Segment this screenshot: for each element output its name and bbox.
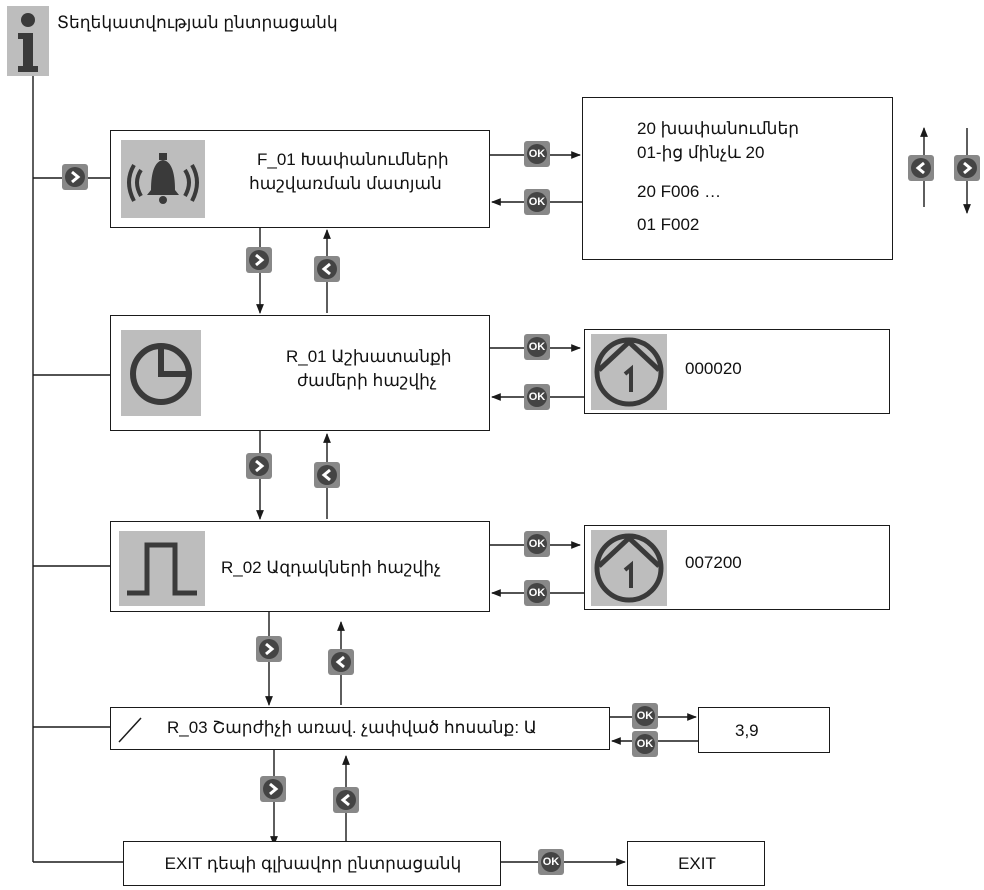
scroll-right-button[interactable] <box>954 155 980 181</box>
detail-line: 01 F002 <box>637 215 700 234</box>
menu-item-r03[interactable]: R_03 Շարժիչի առավ. չափված հոսանք: Ա <box>110 707 610 750</box>
menu-item-r01[interactable]: R_01 Աշխատանքի ժամերի հաշվիչ <box>110 315 490 431</box>
item-label: R_02 Ազդակների հաշվիչ <box>221 558 441 577</box>
counter-up-icon <box>591 334 667 410</box>
detail-panel-f01: 20 խափանումներ 01-ից մինչև 20 20 F006 … … <box>582 97 893 260</box>
detail-panel-r01: 000020 <box>584 329 890 414</box>
exit-menu-item[interactable]: EXIT դեպի գլխավոր ընտրացանկ <box>123 841 501 886</box>
item-label-line2: հաշվառման մատյան <box>249 174 442 193</box>
detail-line: 20 F006 … <box>637 182 722 201</box>
exit-result-label: EXIT <box>678 854 716 873</box>
next-button[interactable] <box>246 453 272 479</box>
clock-icon <box>121 330 201 416</box>
detail-line: 20 խափանումներ <box>637 119 799 138</box>
next-button[interactable] <box>246 247 272 273</box>
page-title: Տեղեկատվության ընտրացանկ <box>57 13 338 32</box>
scroll-left-button[interactable] <box>908 155 934 181</box>
ok-button[interactable]: OK <box>632 703 658 729</box>
bell-icon <box>121 140 205 218</box>
counter-up-icon <box>591 530 667 606</box>
item-label-line1: R_01 Աշխատանքի <box>286 347 452 366</box>
forward-button[interactable] <box>62 164 88 190</box>
ok-button[interactable]: OK <box>538 849 564 875</box>
ok-button[interactable]: OK <box>524 384 550 410</box>
ok-button[interactable]: OK <box>524 334 550 360</box>
back-button[interactable] <box>314 256 340 282</box>
next-button[interactable] <box>260 776 286 802</box>
menu-item-f01[interactable]: F_01 Խափանումների հաշվառման մատյան <box>110 130 490 228</box>
back-button[interactable] <box>314 462 340 488</box>
item-label: R_03 Շարժիչի առավ. չափված հոսանք: Ա <box>167 718 537 737</box>
back-button[interactable] <box>333 787 359 813</box>
detail-panel-r03: 3,9 <box>698 707 830 753</box>
detail-panel-r02: 007200 <box>584 525 890 610</box>
current-value: 3,9 <box>735 721 759 740</box>
ok-button[interactable]: OK <box>524 580 550 606</box>
info-icon <box>7 6 49 76</box>
ok-button[interactable]: OK <box>524 531 550 557</box>
menu-item-r02[interactable]: R_02 Ազդակների հաշվիչ <box>110 521 490 612</box>
slash-icon <box>118 717 142 743</box>
detail-line: 01-ից մինչև 20 <box>637 143 765 162</box>
item-label-line1: F_01 Խափանումների <box>257 150 449 169</box>
pulse-icon <box>119 531 205 606</box>
back-button[interactable] <box>328 649 354 675</box>
ok-button[interactable]: OK <box>524 141 550 167</box>
counter-value: 007200 <box>685 553 742 572</box>
exit-label: EXIT դեպի գլխավոր ընտրացանկ <box>164 854 462 873</box>
ok-button[interactable]: OK <box>632 731 658 757</box>
exit-result: EXIT <box>627 841 765 886</box>
next-button[interactable] <box>256 636 282 662</box>
ok-button[interactable]: OK <box>524 189 550 215</box>
item-label-line2: ժամերի հաշվիչ <box>297 371 437 390</box>
counter-value: 000020 <box>685 359 742 378</box>
